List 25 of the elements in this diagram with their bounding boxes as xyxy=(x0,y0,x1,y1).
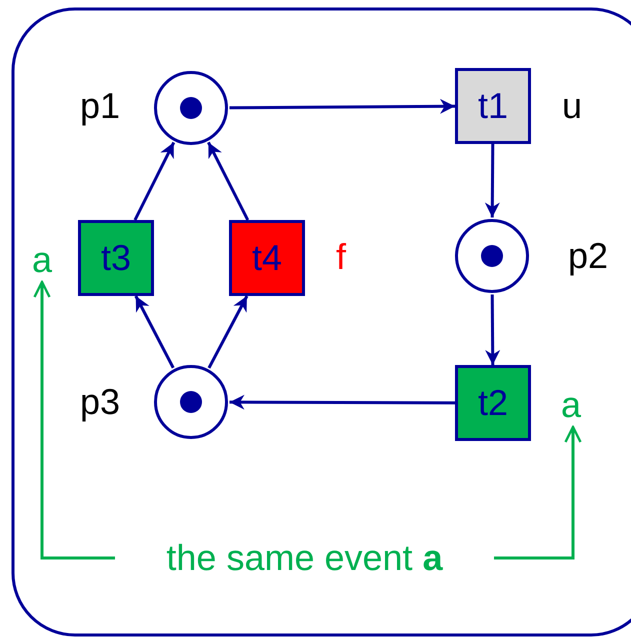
event-label: u xyxy=(562,88,582,124)
arrow xyxy=(230,394,455,410)
place-label: p1 xyxy=(80,88,120,124)
arrow xyxy=(208,295,248,369)
arrow xyxy=(33,280,115,560)
place-circle xyxy=(154,71,228,145)
place-label: p2 xyxy=(568,238,608,274)
arrow xyxy=(134,142,176,221)
transition-box: t2 xyxy=(455,365,531,441)
place-circle xyxy=(455,219,529,293)
event-label: a xyxy=(556,383,586,423)
arrow xyxy=(230,98,456,114)
transition-box: t1 xyxy=(455,68,531,144)
event-label: f xyxy=(336,239,346,275)
event-label: the same event a xyxy=(115,536,494,580)
place-circle xyxy=(154,365,228,439)
event-label: a xyxy=(27,238,57,278)
arrow xyxy=(494,426,582,560)
place-label: p3 xyxy=(80,384,120,420)
arrow xyxy=(207,142,250,221)
arrow xyxy=(484,144,500,218)
transition-box: t4 xyxy=(229,220,305,296)
arrow xyxy=(134,295,175,369)
transition-box: t3 xyxy=(78,220,154,296)
arrow xyxy=(485,294,500,366)
